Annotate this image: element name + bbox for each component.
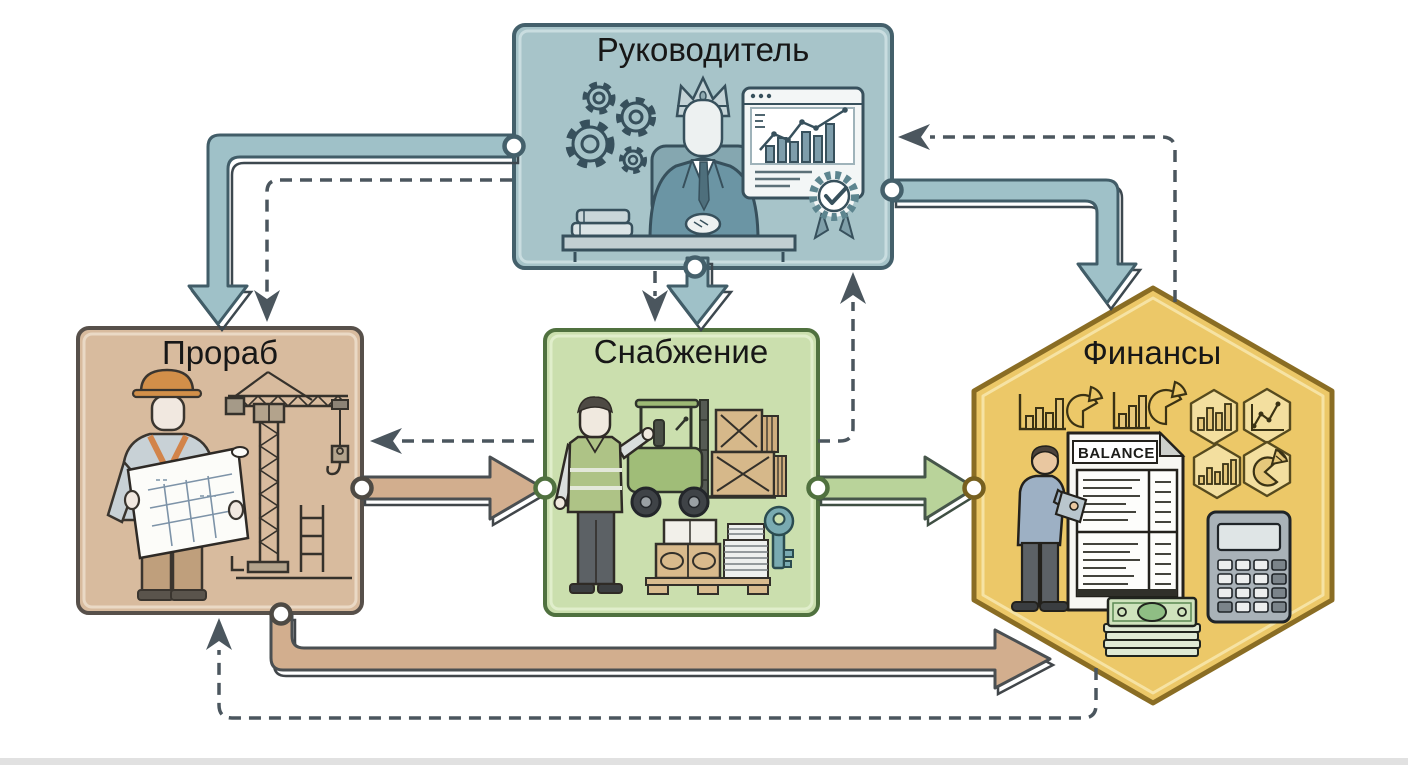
- foreman-title: Прораб: [162, 334, 278, 371]
- arrowhead-left-icon: [370, 428, 402, 454]
- dashed-arrows: [206, 124, 1177, 720]
- balance-sheet-icon: BALANCE: [1066, 430, 1186, 612]
- badge-bar-chart-icon-2: [1192, 442, 1242, 500]
- manager-title: Руководитель: [597, 31, 810, 68]
- badge-line-chart-icon: [1242, 387, 1292, 445]
- badge-pie-chart-icon: [1242, 440, 1292, 498]
- port-supply-right: [806, 476, 830, 500]
- growth-chart-window-icon: [741, 86, 865, 200]
- construction-worker-icon: [106, 368, 250, 601]
- solid-arrows: [187, 133, 1143, 697]
- dashed-finance-to-foreman: [217, 650, 1098, 720]
- warehouse-worker-icon: [553, 396, 655, 594]
- connection-ports: [269, 134, 986, 626]
- award-ribbon-icon: [809, 171, 859, 241]
- node-supply: Снабжение: [543, 328, 820, 617]
- arrowhead-down-icon: [254, 290, 280, 322]
- arrowhead-up-icon: [840, 272, 866, 304]
- badge-bar-chart-icon: [1189, 388, 1239, 446]
- desk-icon: [561, 234, 797, 262]
- supply-box-highlight: [549, 334, 814, 611]
- arrowhead-down-icon: [642, 290, 668, 322]
- finance-hexagon-highlight: [981, 296, 1325, 695]
- dashed-finance-to-manager: [930, 135, 1177, 302]
- gears-icon: [565, 81, 656, 174]
- arrow-manager-to-foreman-shadow: [190, 139, 520, 333]
- bar-chart-icon: [1018, 394, 1066, 431]
- arrow-manager-to-supply: [666, 256, 729, 326]
- dashed-supply-to-manager: [818, 302, 855, 443]
- port-manager-right: [880, 178, 904, 202]
- tower-crane-icon: [224, 371, 352, 580]
- arrow-supply-to-finance: [816, 455, 977, 521]
- arrow-foreman-to-finance: [269, 612, 1052, 690]
- foreman-box-highlight: [82, 332, 358, 609]
- dashed-manager-to-foreman: [265, 178, 512, 296]
- key-icon: [763, 505, 795, 570]
- pie-chart-icon-2: [1147, 380, 1188, 426]
- ladder-icon: [299, 505, 325, 572]
- port-supply-left: [533, 476, 557, 500]
- node-manager: Руководитель: [512, 23, 894, 270]
- node-foreman: Прораб: [76, 326, 364, 615]
- node-finance: Финансы: [971, 285, 1335, 706]
- arrow-manager-to-foreman: [187, 133, 516, 326]
- port-finance-left: [962, 476, 986, 500]
- arrowhead-left-icon: [898, 124, 930, 150]
- arrowhead-up-icon: [206, 618, 232, 650]
- chart-badge-icons: [1189, 387, 1292, 500]
- bar-chart-icon-2: [1112, 392, 1150, 430]
- port-manager-bottom: [683, 255, 707, 279]
- balance-label: BALANCE: [1078, 445, 1155, 462]
- director-with-crown-icon: [648, 75, 760, 242]
- books-icon: [570, 208, 634, 238]
- arrow-foreman-to-supply: [360, 455, 545, 521]
- accountant-icon: [1011, 445, 1088, 612]
- money-stack-icon: [1103, 596, 1201, 657]
- port-foreman-bottom: [269, 602, 293, 626]
- blueprint-icon: [123, 446, 250, 560]
- page-bottom-divider: [0, 758, 1408, 765]
- supply-title: Снабжение: [594, 333, 768, 370]
- calculator-icon: [1206, 510, 1292, 624]
- pie-chart-icon: [1066, 385, 1104, 429]
- pallet-goods-icon: [645, 518, 771, 595]
- port-manager-left: [502, 134, 526, 158]
- port-foreman-right: [350, 476, 374, 500]
- crates-icon: [710, 408, 787, 498]
- finance-title: Финансы: [1083, 334, 1222, 371]
- arrow-manager-to-finance: [890, 178, 1138, 305]
